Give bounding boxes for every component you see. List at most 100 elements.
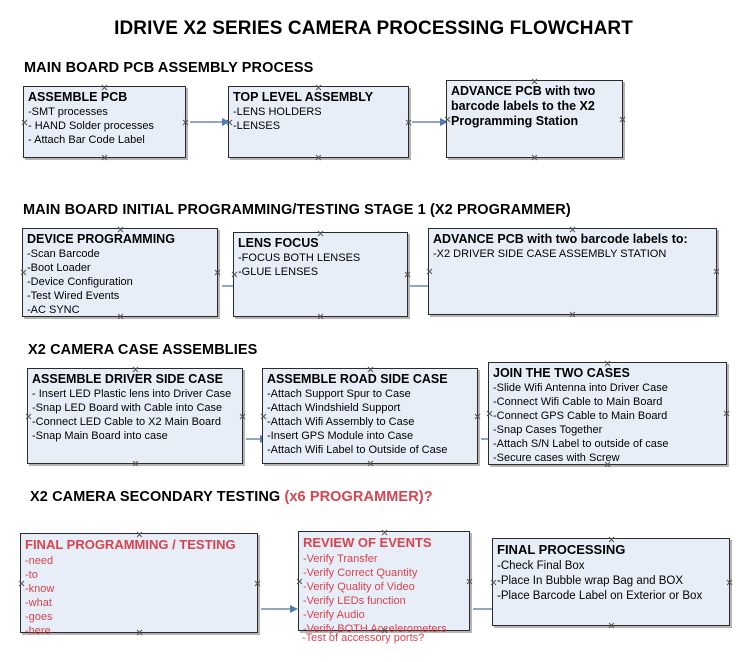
box-line: -need: [25, 554, 54, 567]
box-line: -Snap Main Board into case: [32, 430, 168, 442]
connector-handle-bottom[interactable]: [132, 460, 139, 467]
box-line: -LENS HOLDERS: [233, 106, 322, 118]
box-body: ADVANCE PCB with two barcode labels to: …: [429, 229, 716, 261]
box-line: -Slide Wifi Antenna into Driver Case: [493, 382, 668, 394]
box-line: -Connect GPS Cable to Main Board: [493, 410, 668, 422]
box-line: -FOCUS BOTH LENSES: [238, 252, 361, 264]
box-body: JOIN THE TWO CASES -Slide Wifi Antenna i…: [489, 363, 726, 465]
section-header-text: X2 CAMERA SECONDARY TESTING: [30, 489, 285, 505]
box-title: TOP LEVEL ASSEMBLY: [233, 90, 374, 104]
box-title: JOIN THE TWO CASES: [493, 366, 630, 380]
box-line: -Test Wired Events: [27, 290, 120, 302]
section-header-main-board-pcb-assembly: MAIN BOARD PCB ASSEMBLY PROCESS: [24, 60, 313, 76]
box-assemble-driver-side-case[interactable]: ASSEMBLE DRIVER SIDE CASE - Insert LED P…: [27, 368, 243, 464]
arrow-top-level-assembly-to-advance-pcb: [412, 118, 448, 126]
box-line: -know: [25, 582, 55, 595]
arrow-final-programming-to-review-of-events: [261, 605, 298, 613]
section-header-text: X2 CAMERA CASE ASSEMBLIES: [28, 342, 258, 358]
connector-handle-bottom[interactable]: [101, 154, 108, 161]
section-header-x2-camera-case-assemblies: X2 CAMERA CASE ASSEMBLIES: [28, 342, 257, 358]
box-line: -Verify Quality of Video: [303, 580, 415, 593]
box-line: -here: [25, 624, 51, 637]
box-final-processing[interactable]: FINAL PROCESSING -Check Final Box -Place…: [492, 538, 730, 626]
connector-handle-bottom[interactable]: [608, 622, 615, 629]
arrow-driver-side-case-to-road-side-case: [246, 435, 268, 443]
box-lens-focus[interactable]: LENS FOCUS -FOCUS BOTH LENSES -GLUE LENS…: [233, 232, 408, 317]
box-line: -Connect Wifi Cable to Main Board: [493, 396, 663, 408]
box-line: -Boot Loader: [27, 262, 91, 274]
box-body: ASSEMBLE ROAD SIDE CASE -Attach Support …: [263, 369, 477, 457]
box-line: -Insert GPS Module into Case: [267, 430, 414, 442]
box-body: ASSEMBLE DRIVER SIDE CASE - Insert LED P…: [28, 369, 242, 443]
connector-handle-bottom[interactable]: [569, 311, 576, 318]
box-line: -Device Configuration: [27, 276, 133, 288]
box-join-the-two-cases[interactable]: JOIN THE TWO CASES -Slide Wifi Antenna i…: [488, 362, 727, 465]
section-header-text: MAIN BOARD PCB ASSEMBLY PROCESS: [24, 60, 314, 76]
box-line: -Attach Wifi Assembly to Case: [267, 416, 415, 428]
box-line: - Insert LED Plastic lens into Driver Ca…: [32, 388, 232, 400]
connector-handle-bottom[interactable]: [367, 460, 374, 467]
box-line: -Connect LED Cable to X2 Main Board: [32, 416, 221, 428]
box-line: -Place Barcode Label on Exterior or Box: [497, 589, 703, 602]
box-title: ADVANCE PCB with two barcode labels to:: [433, 232, 688, 246]
box-title: ASSEMBLE ROAD SIDE CASE: [267, 372, 448, 386]
box-line: -Verify BOTH Accelerometers: [303, 622, 447, 635]
section-header-x2-camera-secondary-testing: X2 CAMERA SECONDARY TESTING (x6 PROGRAMM…: [30, 489, 433, 505]
box-line: -AC SYNC: [27, 304, 80, 316]
box-assemble-road-side-case[interactable]: ASSEMBLE ROAD SIDE CASE -Attach Support …: [262, 368, 478, 464]
connector-handle-bottom[interactable]: [317, 313, 324, 320]
box-advance-pcb-x2-programming-station[interactable]: ADVANCE PCB with two barcode labels to t…: [446, 80, 623, 158]
connector-handle-bottom[interactable]: [315, 154, 322, 161]
box-line: - Attach Bar Code Label: [28, 134, 145, 146]
box-title: FINAL PROGRAMMING / TESTING: [25, 537, 236, 552]
section-header-text: MAIN BOARD INITIAL PROGRAMMING/TESTING S…: [23, 202, 571, 218]
box-line: -Attach Windshield Support: [267, 402, 401, 414]
box-body: DEVICE PROGRAMMING -Scan Barcode -Boot L…: [23, 229, 217, 317]
box-line: - HAND Solder processes: [28, 120, 154, 132]
box-line: -Verify Transfer: [303, 552, 378, 565]
box-title: ASSEMBLE PCB: [28, 90, 128, 104]
box-assemble-pcb[interactable]: ASSEMBLE PCB -SMT processes - HAND Solde…: [23, 86, 186, 158]
box-body: FINAL PROCESSING -Check Final Box -Place…: [493, 539, 729, 604]
section-header-accent-text: (x6 PROGRAMMER)?: [284, 489, 433, 505]
box-body: ASSEMBLE PCB -SMT processes - HAND Solde…: [24, 87, 185, 147]
box-body: LENS FOCUS -FOCUS BOTH LENSES -GLUE LENS…: [234, 233, 407, 279]
box-title: REVIEW OF EVENTS: [303, 535, 432, 550]
box-final-programming-testing[interactable]: FINAL PROGRAMMING / TESTING -need -to -k…: [20, 533, 258, 637]
box-device-programming[interactable]: DEVICE PROGRAMMING -Scan Barcode -Boot L…: [22, 228, 218, 317]
box-line: -Snap Cases Together: [493, 424, 603, 436]
box-line: -Check Final Box: [497, 559, 585, 572]
box-line: -Attach S/N Label to outside of case: [493, 438, 669, 450]
box-line: -Secure cases with Screw: [493, 452, 620, 464]
box-line: -Verify LEDs function: [303, 594, 406, 607]
box-line: -LENSES: [233, 120, 281, 132]
box-line: -X2 DRIVER SIDE CASE ASSEMBLY STATION: [433, 248, 667, 260]
box-title: DEVICE PROGRAMMING: [27, 232, 175, 246]
connector-handle-right[interactable]: [713, 268, 720, 275]
box-title: LENS FOCUS: [238, 236, 319, 250]
box-body: TOP LEVEL ASSEMBLY -LENS HOLDERS -LENSES: [229, 87, 408, 133]
box-line: -Verify Audio: [303, 608, 365, 621]
box-title: ADVANCE PCB with two barcode labels to t…: [451, 84, 596, 128]
arrow-lens-focus-to-advance-pcb-driver-side-case: [410, 282, 436, 290]
box-body: REVIEW OF EVENTS -Verify Transfer -Verif…: [299, 532, 469, 636]
box-line: -SMT processes: [28, 106, 108, 118]
box-line: -Scan Barcode: [27, 248, 100, 260]
connector-handle-left[interactable]: [426, 268, 433, 275]
box-line: -Attach Wifi Label to Outside of Case: [267, 444, 448, 456]
box-advance-pcb-driver-side-case[interactable]: ADVANCE PCB with two barcode labels to: …: [428, 228, 717, 315]
page-title: IDRIVE X2 SERIES CAMERA PROCESSING FLOWC…: [114, 18, 633, 39]
box-line-overflow-test-accessory-ports: -Test of accessory ports?: [302, 632, 425, 644]
connector-handle-bottom[interactable]: [531, 154, 538, 161]
box-title: FINAL PROCESSING: [497, 542, 626, 557]
box-body: FINAL PROGRAMMING / TESTING -need -to -k…: [21, 534, 257, 638]
box-line: -goes: [25, 610, 53, 623]
box-line: -Place In Bubble wrap Bag and BOX: [497, 574, 684, 587]
box-title: ASSEMBLE DRIVER SIDE CASE: [32, 372, 224, 386]
box-line: -to: [25, 568, 38, 581]
box-review-of-events[interactable]: REVIEW OF EVENTS -Verify Transfer -Verif…: [298, 531, 470, 635]
section-header-main-board-initial-programming: MAIN BOARD INITIAL PROGRAMMING/TESTING S…: [23, 202, 571, 218]
box-line: -Snap LED Board with Cable into Case: [32, 402, 223, 414]
box-top-level-assembly[interactable]: TOP LEVEL ASSEMBLY -LENS HOLDERS -LENSES: [228, 86, 409, 158]
box-body: ADVANCE PCB with two barcode labels to t…: [447, 81, 622, 129]
